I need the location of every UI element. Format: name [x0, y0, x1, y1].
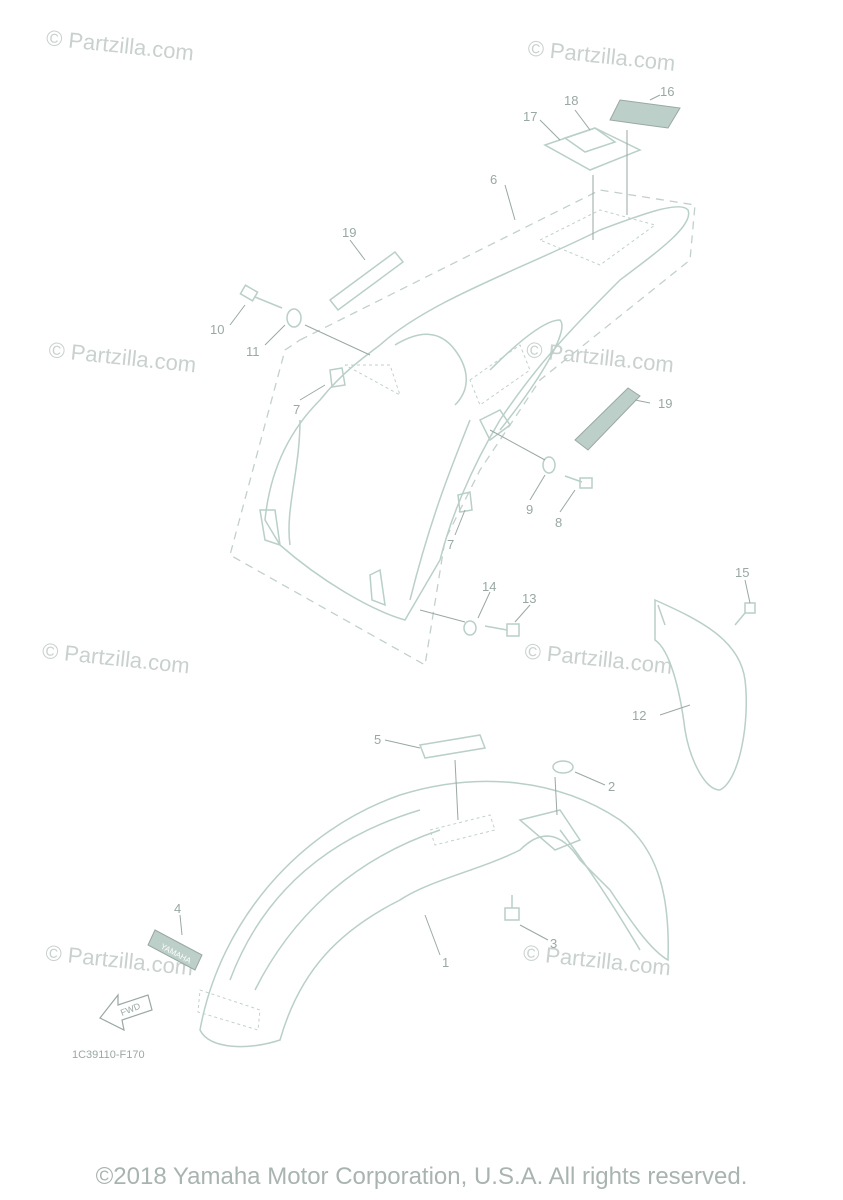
callout-15: 15: [735, 565, 749, 580]
bolt-3: [504, 895, 520, 921]
callout-14: 14: [482, 579, 496, 594]
callout-12: 12: [632, 708, 646, 723]
mud-guard-12: [654, 598, 748, 791]
callout-8: 8: [555, 515, 562, 530]
callout-5: 5: [374, 732, 381, 747]
callout-4: 4: [174, 901, 181, 916]
fender-tab: [369, 568, 386, 607]
callout-19a: 19: [342, 225, 356, 240]
watermark: © Partzilla.com: [524, 638, 674, 678]
callout-19b: 19: [658, 396, 672, 411]
fender-rib: [559, 829, 641, 951]
callout-7a: 7: [293, 402, 300, 417]
rear-fender-assembly: [229, 189, 696, 667]
fender-bracket: [518, 809, 582, 851]
decal-16: [609, 99, 681, 129]
rear-fender: [264, 206, 690, 621]
grommet-2: [552, 760, 574, 774]
decal-area: [469, 344, 531, 406]
fender-edge: [288, 419, 301, 546]
callout-16: 16: [660, 84, 674, 99]
decal-area: [344, 364, 401, 397]
fender-rib: [254, 829, 441, 991]
callout-11: 11: [246, 344, 260, 359]
bolt-13: [484, 623, 520, 637]
decal-area: [538, 209, 657, 266]
decal-19-right: [574, 387, 641, 451]
decal-18: [563, 127, 617, 153]
watermark: © Partzilla.com: [47, 337, 197, 377]
fender-side-panel: [489, 319, 563, 431]
callout-7b: 7: [447, 537, 454, 552]
callouts: 1 2 3 4 5 6 7 7 8 9 10 11 12 13 14 15 16…: [174, 84, 749, 970]
watermark: © Partzilla.com: [45, 25, 195, 65]
callout-6: 6: [490, 172, 497, 187]
washer-9: [542, 456, 556, 474]
mud-guard-edge: [657, 604, 666, 626]
callout-3: 3: [550, 936, 557, 951]
watermarks: © Partzilla.com © Partzilla.com © Partzi…: [41, 25, 677, 980]
nut-7: [457, 491, 473, 513]
collar-14: [463, 620, 477, 636]
watermark: © Partzilla.com: [522, 940, 672, 980]
fender-bracket: [478, 409, 512, 442]
washer-11: [286, 308, 302, 328]
front-fender: [197, 780, 669, 1048]
bolt-10: [239, 284, 283, 309]
copyright-notice: ©2018 Yamaha Motor Corporation, U.S.A. A…: [95, 1163, 748, 1190]
assembly-outline: [229, 189, 696, 667]
decal-19-upper: [328, 250, 405, 312]
fender-handle: [394, 333, 467, 406]
decal-area: [197, 989, 261, 1031]
callout-17: 17: [523, 109, 537, 124]
drawing-code: 1C39110-F170: [72, 1049, 145, 1061]
forward-arrow-icon: FWD: [99, 993, 153, 1032]
screw-15: [734, 602, 756, 626]
callout-10: 10: [210, 322, 224, 337]
callout-18: 18: [564, 93, 578, 108]
fender-tab: [259, 509, 281, 547]
decal-5: [418, 734, 487, 759]
callout-9: 9: [526, 502, 533, 517]
fender-ridge: [409, 419, 471, 601]
callout-2: 2: [608, 779, 615, 794]
callout-13: 13: [522, 591, 536, 606]
leader-lines: [179, 94, 751, 956]
bolt-8: [564, 475, 593, 489]
watermark: © Partzilla.com: [41, 638, 191, 678]
callout-1: 1: [442, 955, 449, 970]
fender-rib: [229, 809, 421, 981]
nut-7: [329, 367, 346, 388]
watermark: © Partzilla.com: [527, 36, 677, 76]
decal-area: [429, 814, 496, 846]
